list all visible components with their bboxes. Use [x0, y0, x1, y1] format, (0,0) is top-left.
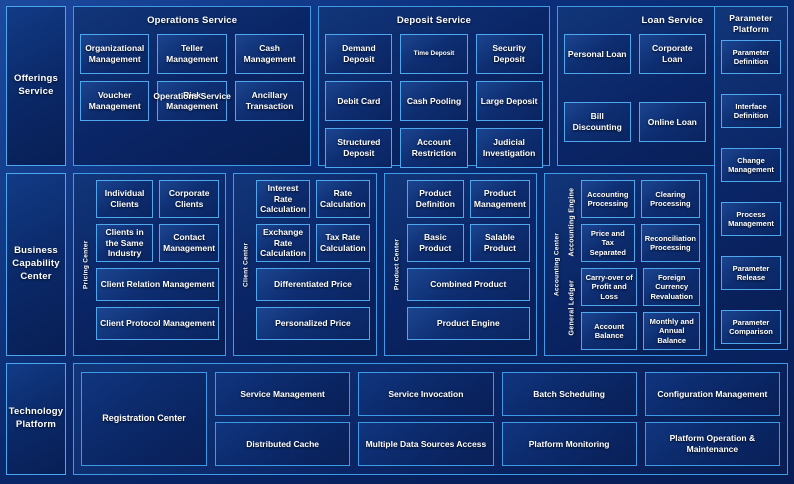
card-product-management[interactable]: Product Management	[469, 180, 530, 218]
panel-label-product-center: Product Center	[393, 238, 401, 291]
card-grid-pricing-center-top: Individual Clients Corporate Clients Cli…	[96, 180, 220, 262]
panel-product-center[interactable]: Product Center Product Definition Produc…	[383, 173, 537, 356]
card-differentiated-price[interactable]: Differentiated Price	[256, 268, 370, 301]
card-client-relation-management[interactable]: Client Relation Management	[96, 268, 220, 301]
card-grid-deposit-service: Demand Deposit Time Deposit Security Dep…	[325, 34, 543, 168]
card-foreign-currency-revaluation[interactable]: Foreign Currency Revaluation	[643, 268, 700, 306]
card-grid-client-center-top: Interest Rate Calculation Rate Calculati…	[256, 180, 370, 262]
card-grid-general-ledger: Carry-over of Profit and Loss Foreign Cu…	[580, 268, 700, 350]
card-batch-scheduling[interactable]: Batch Scheduling	[501, 372, 637, 416]
card-combined-product[interactable]: Combined Product	[406, 268, 530, 301]
card-risk-management[interactable]: Risk Management	[157, 81, 227, 121]
card-corporate-clients[interactable]: Corporate Clients	[159, 180, 220, 218]
group-label-accounting-engine: Accounting Engine	[568, 187, 576, 257]
card-tax-rate-calculation[interactable]: Tax Rate Calculation	[315, 224, 370, 262]
panel-client-center[interactable]: Client Center Interest Rate Calculation …	[233, 173, 377, 356]
card-accounting-processing[interactable]: Accounting Processing	[580, 180, 635, 218]
layer-label-technology-platform: Technology Platform	[6, 363, 66, 475]
card-time-deposit[interactable]: Time Deposit	[400, 34, 468, 74]
card-online-loan[interactable]: Online Loan	[638, 102, 706, 142]
card-distributed-cache[interactable]: Distributed Cache	[215, 422, 351, 466]
card-voucher-management[interactable]: Voucher Management	[80, 81, 150, 121]
card-demand-deposit[interactable]: Demand Deposit	[325, 34, 393, 74]
panel-pricing-center[interactable]: Pricing Center Individual Clients Corpor…	[73, 173, 227, 356]
card-account-restriction[interactable]: Account Restriction	[400, 128, 468, 168]
card-clearing-processing[interactable]: Clearing Processing	[640, 180, 700, 218]
card-bill-discounting[interactable]: Bill Discounting	[563, 102, 631, 142]
card-individual-clients[interactable]: Individual Clients	[96, 180, 154, 218]
card-carry-over-of-profit-and-loss[interactable]: Carry-over of Profit and Loss	[580, 268, 638, 306]
card-process-management[interactable]: Process Management	[721, 202, 781, 236]
card-service-management[interactable]: Service Management	[215, 372, 351, 416]
card-large-deposit[interactable]: Large Deposit	[475, 81, 543, 121]
layer-label-offerings-service: Offerings Service	[6, 6, 66, 166]
card-structured-deposit[interactable]: Structured Deposit	[325, 128, 393, 168]
card-product-engine[interactable]: Product Engine	[406, 307, 530, 340]
panel-title-parameter-platform: Parameter Platform	[729, 13, 773, 35]
panel-title-deposit-service: Deposit Service	[396, 15, 472, 26]
card-judicial-investigation[interactable]: Judicial Investigation	[475, 128, 543, 168]
layer-row-offerings-service: Offerings Service Operations Service Org…	[6, 6, 788, 350]
card-rate-calculation[interactable]: Rate Calculation	[315, 180, 370, 218]
card-interest-rate-calculation[interactable]: Interest Rate Calculation	[256, 180, 310, 218]
card-platform-operation-and-maintenance[interactable]: Platform Operation & Maintenance	[644, 422, 780, 466]
card-organizational-management[interactable]: Organizational Management	[80, 34, 150, 74]
card-contact-management[interactable]: Contact Management	[159, 224, 220, 262]
tech-column-2: Service Invocation Multiple Data Sources…	[358, 372, 494, 466]
layer-row-business-capability-center: Business Capability Center Pricing Cente…	[6, 173, 788, 356]
panel-operations-service[interactable]: Operations Service Organizational Manage…	[73, 6, 312, 166]
panel-title-loan-service: Loan Service	[641, 15, 704, 26]
card-basic-product[interactable]: Basic Product	[406, 224, 464, 262]
card-service-invocation[interactable]: Service Invocation	[358, 372, 494, 416]
card-parameter-definition[interactable]: Parameter Definition	[721, 40, 781, 75]
layer-row-technology-platform: Technology Platform Registration Center …	[6, 363, 788, 475]
card-parameter-comparison[interactable]: Parameter Comparison	[721, 309, 781, 344]
card-registration-center[interactable]: Registration Center	[81, 372, 207, 466]
card-platform-monitoring[interactable]: Platform Monitoring	[501, 422, 637, 466]
tech-column-4: Configuration Management Platform Operat…	[644, 372, 780, 466]
panel-label-accounting-center: Accounting Center	[553, 232, 561, 297]
card-parameter-release[interactable]: Parameter Release	[721, 255, 781, 290]
panel-accounting-center[interactable]: Accounting Center Accounting Engine Gene…	[543, 173, 707, 356]
group-label-general-ledger: General Ledger	[568, 278, 576, 335]
card-multiple-data-sources-access[interactable]: Multiple Data Sources Access	[358, 422, 494, 466]
panel-parameter-platform[interactable]: Parameter Platform Parameter Definition …	[714, 6, 788, 350]
card-grid-accounting-engine: Accounting Processing Clearing Processin…	[580, 180, 700, 262]
card-price-and-tax-separated[interactable]: Price and Tax Separated	[580, 224, 635, 262]
panel-technology-platform[interactable]: Registration Center Service Management D…	[73, 363, 788, 475]
card-personal-loan[interactable]: Personal Loan	[563, 34, 631, 74]
card-debit-card[interactable]: Debit Card	[325, 81, 393, 121]
card-clients-in-the-same-industry[interactable]: Clients in the Same Industry	[96, 224, 154, 262]
card-exchange-rate-calculation[interactable]: Exchange Rate Calculation	[256, 224, 310, 262]
card-client-protocol-management[interactable]: Client Protocol Management	[96, 307, 220, 340]
panel-title-operations-service: Operations Service	[147, 15, 238, 26]
card-change-management[interactable]: Change Management	[721, 148, 781, 183]
card-corporate-loan[interactable]: Corporate Loan	[638, 34, 706, 74]
card-grid-operations-service: Organizational Management Teller Managem…	[80, 34, 305, 121]
panel-label-client-center: Client Center	[242, 242, 250, 287]
card-ancillary-transaction[interactable]: Ancillary Transaction	[234, 81, 305, 121]
tech-column-1: Service Management Distributed Cache	[215, 372, 351, 466]
card-salable-product[interactable]: Salable Product	[469, 224, 530, 262]
panel-label-pricing-center: Pricing Center	[82, 240, 90, 289]
card-account-balance[interactable]: Account Balance	[580, 312, 638, 350]
card-cash-management[interactable]: Cash Management	[234, 34, 305, 74]
card-grid-product-center-top: Product Definition Product Management Ba…	[406, 180, 530, 262]
tech-column-3: Batch Scheduling Platform Monitoring	[501, 372, 637, 466]
card-monthly-and-annual-balance[interactable]: Monthly and Annual Balance	[643, 312, 700, 350]
card-list-parameter-platform: Parameter Definition Interface Definitio…	[721, 40, 781, 344]
card-product-definition[interactable]: Product Definition	[406, 180, 464, 218]
panel-deposit-service[interactable]: Deposit Service Demand Deposit Time Depo…	[318, 6, 550, 168]
card-teller-management[interactable]: Teller Management	[157, 34, 227, 74]
card-personalized-price[interactable]: Personalized Price	[256, 307, 370, 340]
layer-label-business-capability-center: Business Capability Center	[6, 173, 66, 356]
card-cash-pooling[interactable]: Cash Pooling	[400, 81, 468, 121]
card-reconciliation-processing[interactable]: Reconciliation Processing	[640, 224, 700, 262]
card-security-deposit[interactable]: Security Deposit	[475, 34, 543, 74]
card-configuration-management[interactable]: Configuration Management	[644, 372, 780, 416]
card-interface-definition[interactable]: Interface Definition	[721, 94, 781, 129]
